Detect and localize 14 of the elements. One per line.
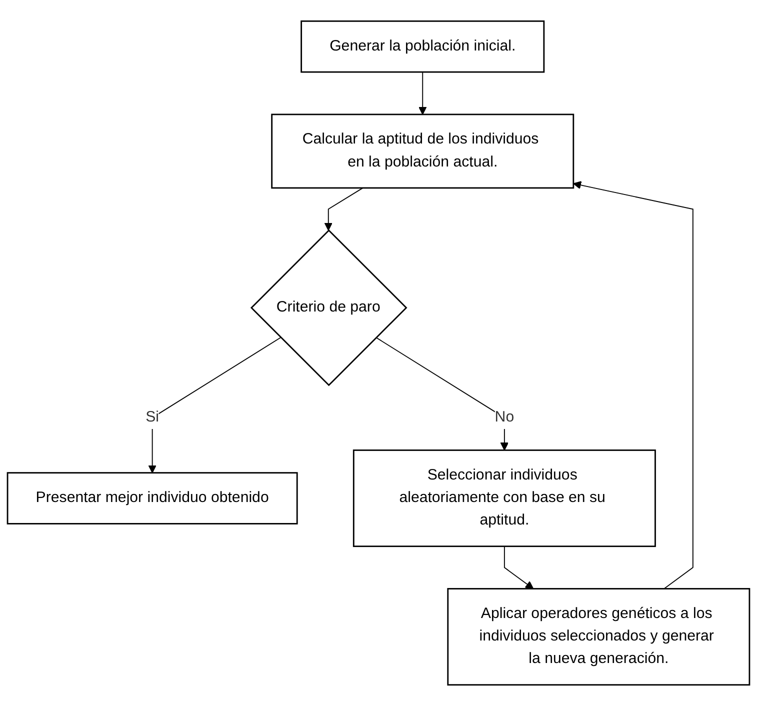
node-box: Aplicar operadores genéticos a los individuos seleccionados y generar la nueva generación.: [447, 588, 750, 686]
edge-label: Si: [146, 409, 160, 426]
edge-label: No: [494, 409, 514, 426]
node-diamond: Criterio de paro: [250, 229, 408, 386]
arrow: [573, 181, 694, 590]
node-box: Seleccionar individuos aleatoriamente con base en su aptitud.: [352, 450, 656, 548]
arrow: [418, 72, 427, 115]
node-box: Presentar mejor individuo obtenido: [6, 472, 298, 524]
arrow: [148, 337, 282, 474]
node-box: Calcular la aptitud de los individuos en la población actual.: [271, 114, 574, 189]
arrow: [376, 337, 509, 451]
arrow: [504, 546, 534, 590]
arrow: [324, 187, 364, 231]
node-box: Generar la población inicial.: [300, 20, 545, 73]
